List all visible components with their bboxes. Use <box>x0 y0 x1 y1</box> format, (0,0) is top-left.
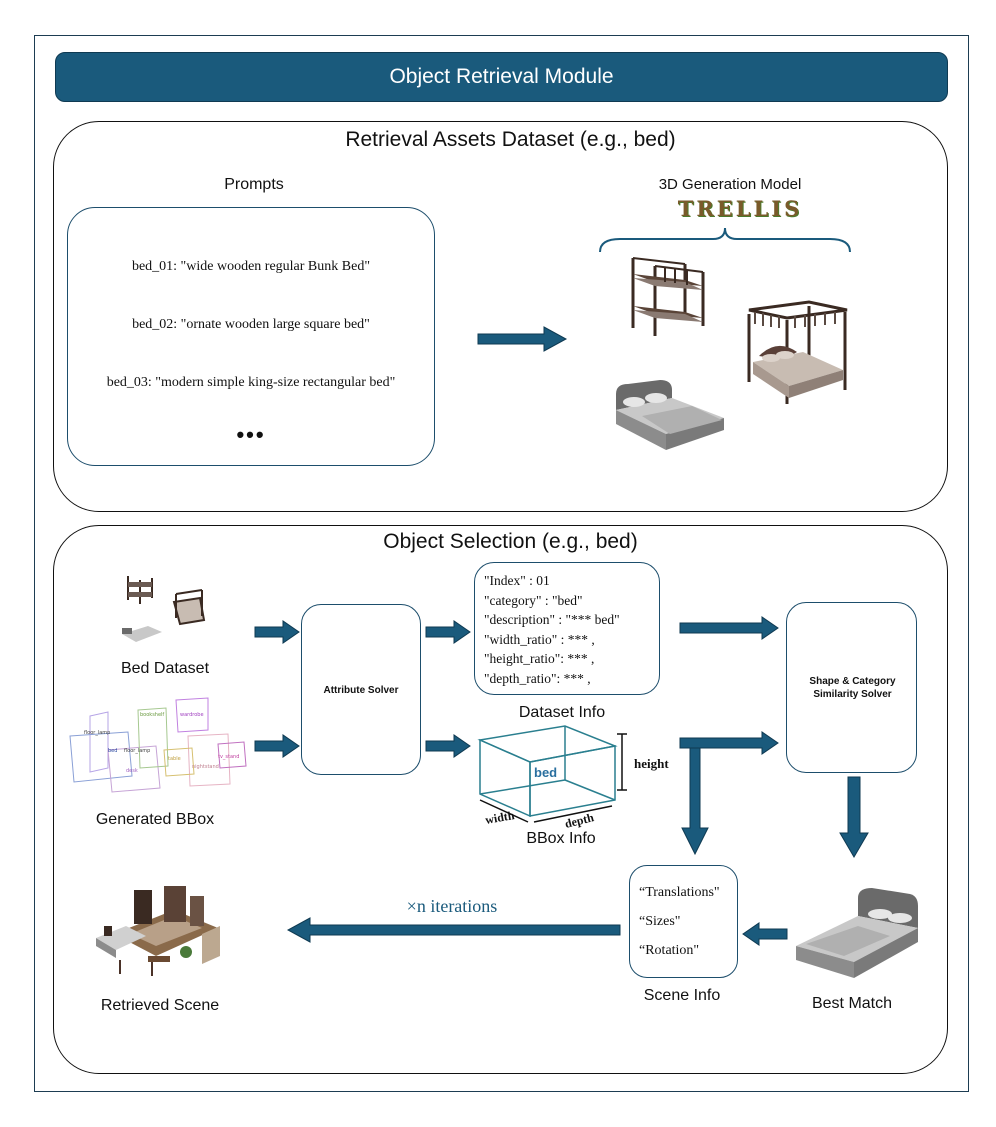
bbox-width-label: width <box>484 808 516 827</box>
scene-info-sizes: “Sizes" <box>639 914 681 929</box>
bbox-tag-bookshelf: bookshelf <box>140 712 164 718</box>
scene-info-box: “Translations" “Sizes" “Rotation" <box>629 865 738 978</box>
gen-model-label: 3D Generation Model <box>658 176 802 193</box>
arrow-attribute-to-dataset-info <box>425 620 471 644</box>
arrow-prompts-to-models <box>477 326 568 352</box>
bbox-info-label: BBox Info <box>526 830 596 847</box>
dataset-info-category: "category" : "bed" <box>484 592 583 608</box>
attribute-solver-label: Attribute Solver <box>323 685 399 696</box>
figure-frame <box>34 35 969 1092</box>
bed-dataset-thumbnails <box>122 576 206 642</box>
bbox-tag-wardrobe: wardrobe <box>180 712 204 718</box>
bbox-height-label: height <box>634 756 669 771</box>
scene-info-rotation: “Rotation" <box>639 943 700 958</box>
selection-section-title: Object Selection (e.g., bed) <box>383 530 638 553</box>
arrow-bbox-to-attribute <box>254 734 300 758</box>
arrow-best-match-to-scene-info <box>742 922 788 946</box>
dataset-info-height-ratio: "height_ratio": *** , <box>484 651 595 667</box>
scene-info-translations: “Translations" <box>639 885 720 900</box>
bed-dataset-label: Bed Dataset <box>120 660 210 677</box>
best-match-bed <box>796 888 918 978</box>
retrieval-section-title: Retrieval Assets Dataset (e.g., bed) <box>345 128 676 151</box>
prompt-bed-02: bed_02: "ornate wooden large square bed" <box>132 317 370 332</box>
best-match-label: Best Match <box>811 995 893 1012</box>
bbox-tag-nightstand: nightstand <box>192 764 219 770</box>
retrieved-scene-image <box>96 886 220 976</box>
bbox-depth-label: depth <box>563 810 595 831</box>
prompt-bed-01: bed_01: "wide wooden regular Bunk Bed" <box>131 259 371 274</box>
bbox-tag-tv-stand: tv_stand <box>218 754 239 760</box>
prompts-label: Prompts <box>224 176 284 193</box>
bbox-tag-table: table <box>168 756 181 762</box>
module-title: Object Retrieval Module <box>389 65 614 88</box>
trellis-logo: TRELLIS <box>677 196 803 221</box>
retrieval-section <box>53 121 948 512</box>
modern-bed-model <box>616 380 724 450</box>
dataset-info-width-ratio: "width_ratio" : *** , <box>484 631 595 647</box>
arrow-attribute-to-bbox-info <box>425 734 471 758</box>
bbox-tag-floor-lamp: floor_lamp <box>84 730 110 736</box>
bbox-tag-bed: bed <box>108 748 117 754</box>
bunk-bed-model <box>631 257 705 336</box>
scene-info-label: Scene Info <box>643 987 721 1004</box>
generation-brace <box>599 227 851 253</box>
similarity-solver-box: Shape & Category Similarity Solver <box>786 602 917 773</box>
iterations-label: ×n iterations <box>406 896 498 916</box>
arrow-dataset-info-to-similarity <box>679 616 779 640</box>
attribute-solver-box: Attribute Solver <box>301 604 421 775</box>
retrieved-scene-label: Retrieved Scene <box>100 997 220 1014</box>
arrow-similarity-to-best-match <box>839 776 869 858</box>
bbox-tag-desk: desk <box>126 768 138 774</box>
generated-bbox-label: Generated BBox <box>95 811 215 828</box>
arrow-scene-info-to-retrieved <box>286 917 621 943</box>
bbox-info-cuboid: bed height depth width <box>477 725 669 831</box>
generated-bbox-wireframe: floor_lamp bed bookshelf wardrobe floor_… <box>69 697 247 793</box>
dataset-info-index: "Index" : 01 <box>484 573 550 588</box>
dataset-info-description: "description" : "*** bed" <box>484 612 620 628</box>
arrow-dataset-to-attribute <box>254 620 300 644</box>
arrow-bbox-info-to-scene-info <box>681 747 709 856</box>
similarity-solver-label: Shape & Category Similarity Solver <box>809 676 896 700</box>
canopy-bed-model <box>747 300 848 404</box>
dataset-info-box: "Index" : 01 "category" : "bed" "descrip… <box>474 562 660 695</box>
bbox-center-label: bed <box>534 765 557 780</box>
dataset-info-depth-ratio: "depth_ratio": *** , <box>484 670 591 686</box>
module-title-bar: Object Retrieval Module <box>55 52 948 102</box>
selection-section <box>53 525 948 1074</box>
dataset-info-label: Dataset Info <box>518 704 606 721</box>
bbox-tag-floor-lamp-2: floor_lamp <box>124 748 150 754</box>
prompts-box: bed_01: "wide wooden regular Bunk Bed" b… <box>67 207 435 466</box>
prompts-ellipsis: ••• <box>236 422 266 447</box>
prompt-bed-03: bed_03: "modern simple king-size rectang… <box>106 375 396 390</box>
